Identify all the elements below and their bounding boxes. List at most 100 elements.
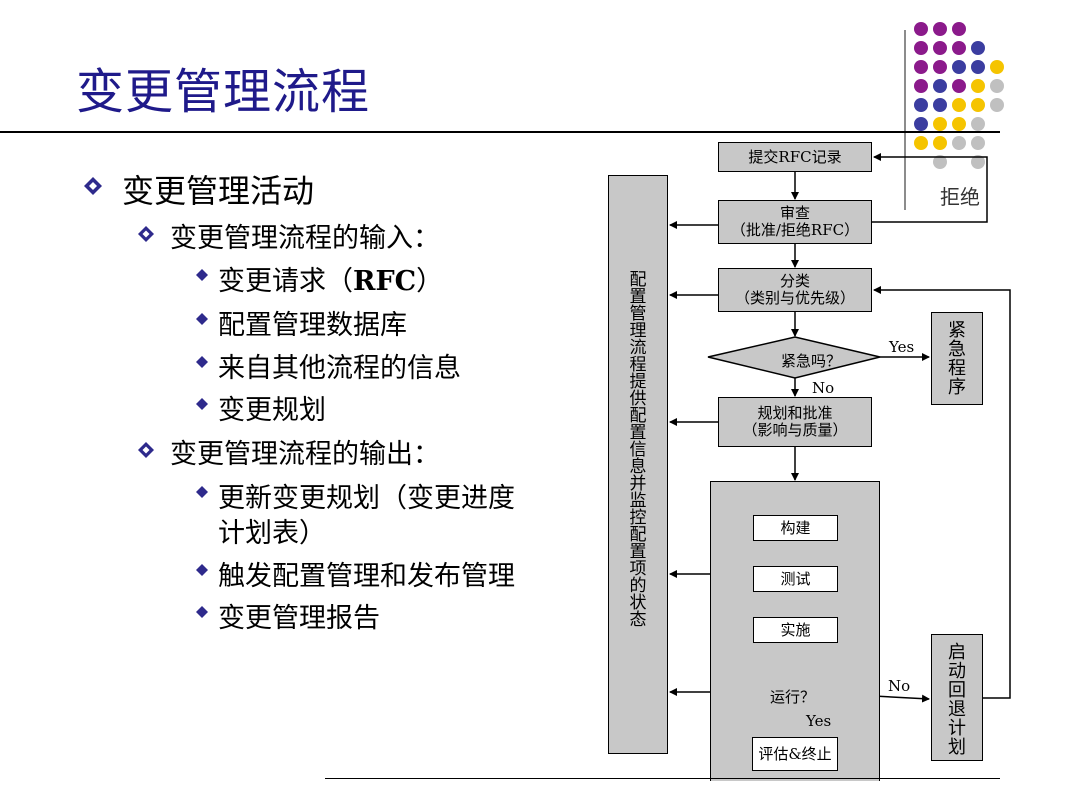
vertical-char: 管	[629, 304, 647, 324]
vertical-char: 并	[629, 474, 647, 494]
submit-rfc-label: 提交RFC记录	[748, 147, 842, 166]
vertical-char: 理	[629, 321, 647, 341]
vertical-char: 信	[629, 440, 647, 460]
decor-dot	[914, 60, 928, 74]
decor-dot	[952, 41, 966, 55]
decor-dot	[952, 22, 966, 36]
run-question-label: 运行？	[770, 688, 816, 706]
decor-dot	[971, 155, 985, 169]
test-label: 测试	[780, 569, 811, 588]
build-box: 构建	[753, 515, 838, 541]
vertical-char: 序	[948, 377, 966, 398]
diamond-bullet-icon	[138, 226, 154, 242]
diamond-bullet-icon	[138, 442, 154, 458]
emergency-procedure-text: 紧急程序	[948, 321, 966, 397]
small-diamond-bullet-icon	[196, 269, 208, 281]
config-management-column: 配置管理流程提供配置信息并监控配置项的状态	[608, 175, 668, 754]
decor-dot	[952, 60, 966, 74]
vertical-char: 急	[948, 339, 966, 360]
classify-box: 分类 （类别与优先级）	[718, 268, 872, 312]
small-diamond-bullet-icon	[196, 486, 208, 498]
decor-dot	[933, 98, 947, 112]
decor-dot	[990, 79, 1004, 93]
config-management-text: 配置管理流程提供配置信息并监控配置项的状态	[630, 272, 647, 629]
review-subtitle: （批准/拒绝RFC）	[730, 221, 860, 239]
small-diamond-bullet-icon	[196, 398, 208, 410]
vertical-char: 状	[629, 593, 647, 613]
decor-dot	[990, 60, 1004, 74]
decor-dot	[952, 136, 966, 150]
decor-dot	[971, 79, 985, 93]
decor-dot	[933, 79, 947, 93]
decor-dot	[933, 60, 947, 74]
decor-dot	[914, 136, 928, 150]
vertical-char: 供	[629, 389, 647, 409]
vertical-char: 紧	[948, 320, 966, 341]
decor-dot	[971, 136, 985, 150]
decor-dot	[933, 117, 947, 131]
decor-dot	[914, 79, 928, 93]
rollback-box: 启动回退计划	[931, 634, 983, 761]
decor-dot	[933, 22, 947, 36]
classify-title: 分类	[779, 272, 810, 290]
decor-dot	[914, 117, 928, 131]
input-item-cmdb: 配置管理数据库	[218, 310, 407, 341]
output-heading: 变更管理流程的输出：	[170, 439, 440, 470]
vertical-char: 息	[629, 457, 647, 477]
output-item-trigger: 触发配置管理和发布管理	[218, 561, 515, 592]
classify-subtitle: （类别与优先级）	[734, 289, 855, 307]
vertical-char: 提	[629, 372, 647, 392]
output-item-update-plan: 更新变更规划（变更进度	[218, 483, 515, 514]
emergency-procedure-box: 紧急程序	[931, 312, 983, 405]
rfc-bold-text: RFC	[353, 266, 417, 297]
decor-dot	[971, 98, 985, 112]
output-item-report: 变更管理报告	[218, 603, 380, 634]
decor-dot	[914, 22, 928, 36]
evaluate-box: 评估&终止	[752, 737, 838, 771]
decor-dot	[971, 60, 985, 74]
bullet-change-activity: 变更管理活动	[122, 172, 315, 210]
plan-approve-box: 规划和批准 （影响与质量）	[718, 397, 872, 447]
vertical-char: 置	[629, 287, 647, 307]
decor-dot	[914, 41, 928, 55]
vertical-char: 程	[629, 355, 647, 375]
no-label-urgent: No	[812, 379, 835, 397]
vertical-char: 退	[948, 699, 966, 720]
urgent-decision-diamond	[707, 336, 881, 379]
input-item-text: 变更请求（	[218, 266, 353, 297]
input-heading: 变更管理流程的输入：	[170, 223, 440, 254]
vertical-char: 配	[629, 525, 647, 545]
vertical-char: 项	[629, 559, 647, 579]
review-box: 审查 （批准/拒绝RFC）	[718, 200, 872, 244]
footer-divider	[325, 778, 1000, 779]
vertical-char: 动	[948, 661, 966, 682]
small-diamond-bullet-icon	[196, 313, 208, 325]
plan-title: 规划和批准	[757, 404, 833, 422]
vertical-char: 置	[629, 542, 647, 562]
input-item-plan: 变更规划	[218, 395, 326, 426]
vertical-char: 程	[948, 358, 966, 379]
vertical-char: 启	[948, 642, 966, 663]
input-item-rfc: 变更请求（RFC）	[218, 259, 443, 298]
vertical-char: 置	[629, 423, 647, 443]
vertical-char: 配	[629, 270, 647, 290]
decorative-vertical-line	[904, 30, 906, 210]
decor-dot	[933, 41, 947, 55]
title-divider	[0, 131, 1000, 133]
small-diamond-bullet-icon	[196, 564, 208, 576]
vertical-char: 监	[629, 491, 647, 511]
build-label: 构建	[780, 518, 811, 537]
small-diamond-bullet-icon	[196, 606, 208, 618]
decor-dot	[952, 79, 966, 93]
decor-dot	[990, 98, 1004, 112]
vertical-char: 计	[948, 718, 966, 739]
vertical-char: 回	[948, 680, 966, 701]
decor-dot	[971, 117, 985, 131]
implement-label: 实施	[780, 620, 811, 639]
submit-rfc-box: 提交RFC记录	[718, 142, 872, 172]
yes-label-urgent: Yes	[889, 338, 915, 356]
decor-dot	[933, 136, 947, 150]
vertical-char: 划	[948, 737, 966, 758]
evaluate-label: 评估&终止	[758, 744, 832, 763]
